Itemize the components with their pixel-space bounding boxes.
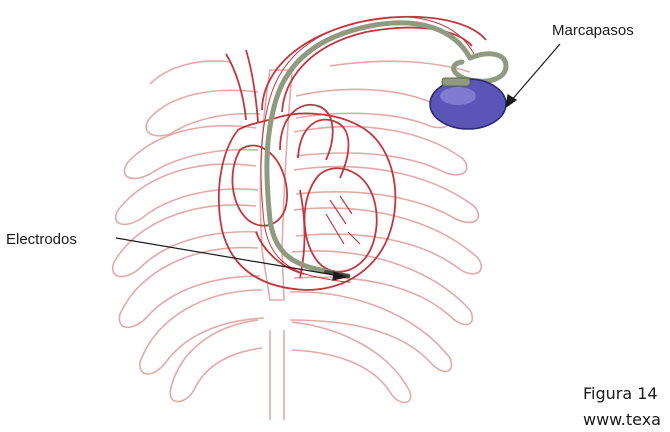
- lower-spine: [270, 330, 284, 420]
- figure-caption: Figura 14: [583, 384, 658, 403]
- electrodes-label: Electrodos: [6, 231, 77, 248]
- pacemaker-header: [442, 78, 470, 86]
- great-vessel-3: [226, 54, 246, 120]
- figure-source: www.texa: [583, 410, 661, 429]
- lead-wire: [267, 23, 470, 276]
- pacemaker-device: [430, 78, 506, 129]
- right-rib-7: [292, 322, 411, 403]
- rib-cage: [113, 61, 482, 420]
- right-rib-6: [290, 292, 451, 371]
- heart-outline: [219, 114, 396, 290]
- valve-strands: [326, 196, 360, 244]
- pacemaker-pointer: [510, 44, 560, 102]
- great-vessel-4: [246, 50, 258, 122]
- left-rib-5: [119, 248, 260, 328]
- lead-loop: [454, 54, 506, 81]
- left-clavicle: [150, 61, 230, 84]
- pacemaker-label: Marcapasos: [552, 22, 634, 39]
- lead-wire-edge: [261, 17, 474, 282]
- pacemaker-body: [430, 79, 506, 129]
- right-clavicle: [330, 61, 470, 72]
- left-ventricle: [305, 168, 377, 271]
- left-rib-6: [140, 290, 264, 374]
- electrodes-pointer: [116, 238, 340, 276]
- left-rib-7: [170, 320, 262, 402]
- right-rib-1: [296, 89, 451, 127]
- left-rib-3: [116, 164, 258, 224]
- pacemaker-highlight: [440, 87, 476, 105]
